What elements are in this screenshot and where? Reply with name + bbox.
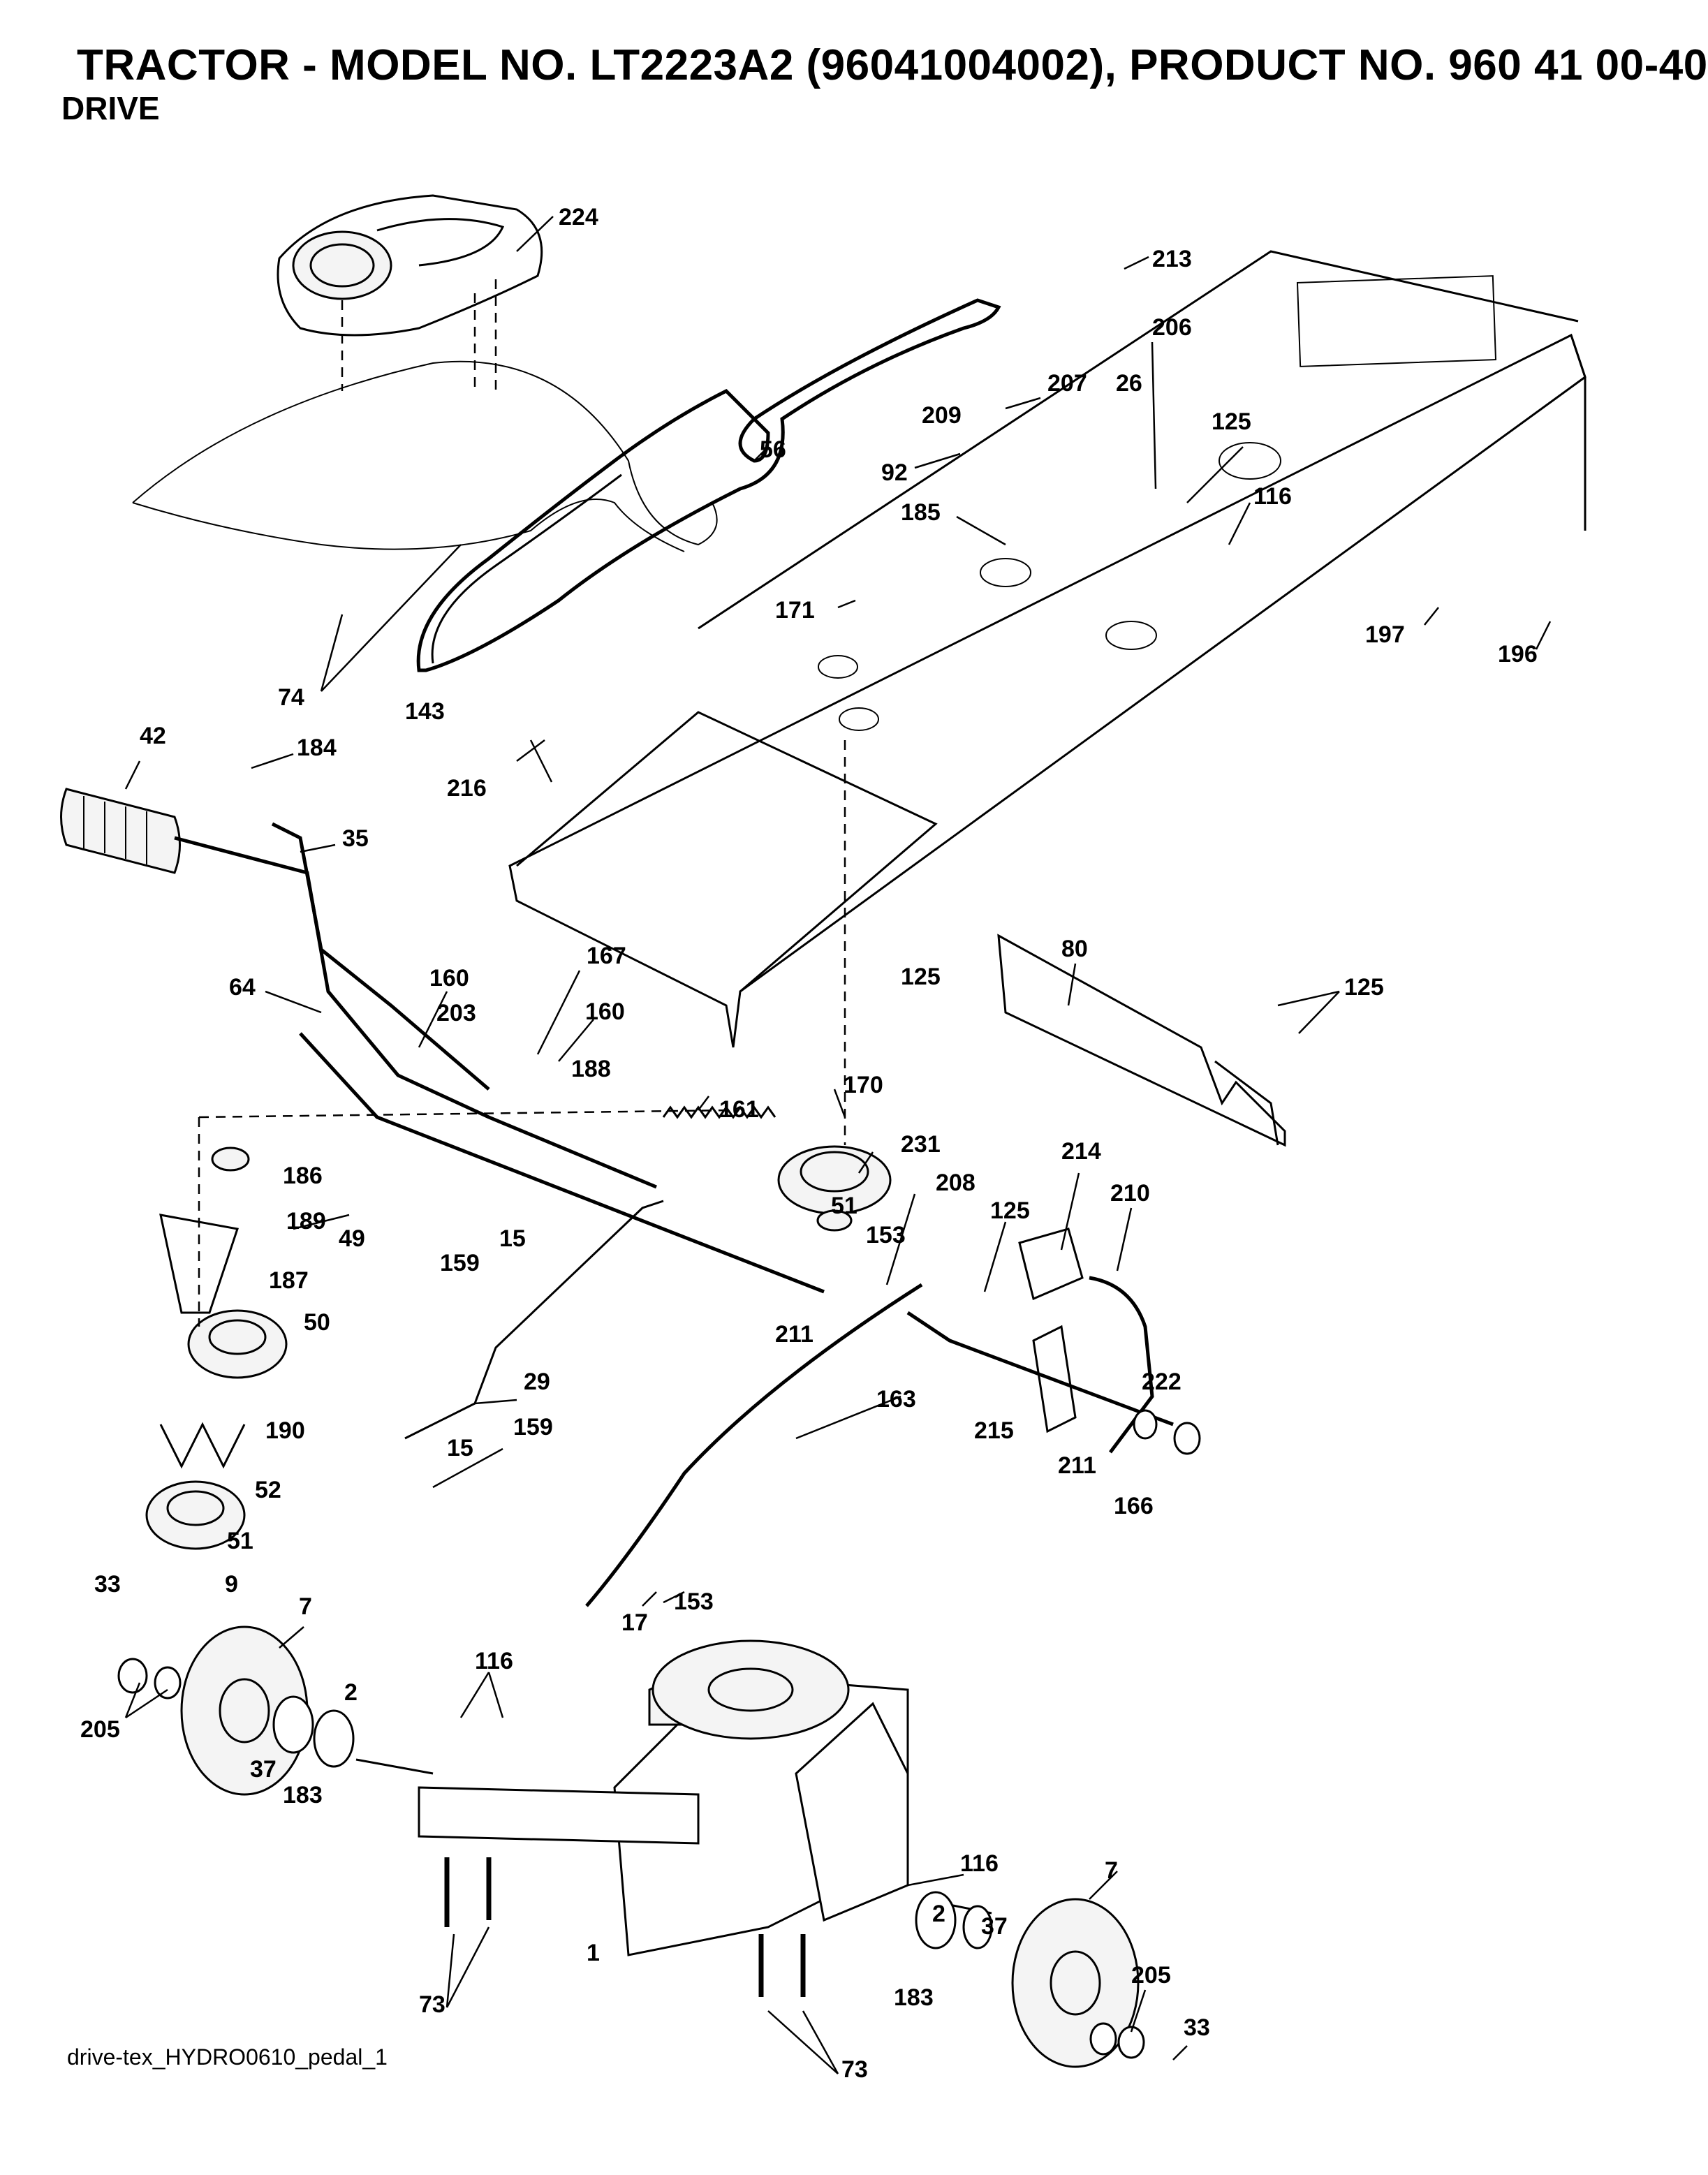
callout-label: 213	[1152, 246, 1192, 272]
callout-label: 153	[866, 1222, 906, 1248]
hub-part	[180, 1625, 1140, 2068]
callout-label: 170	[844, 1072, 883, 1098]
callout-label: 216	[447, 775, 487, 802]
callout-label: 2	[344, 1679, 358, 1706]
callout-label: 209	[922, 402, 962, 429]
callout-label: 190	[265, 1417, 305, 1444]
callout-label: 7	[299, 1593, 312, 1620]
callout-label: 171	[775, 597, 815, 624]
callout-label: 37	[250, 1756, 277, 1783]
callout-label: 35	[342, 825, 369, 852]
callout-label: 153	[674, 1588, 714, 1615]
callout-label: 211	[775, 1321, 813, 1348]
callout-label: 224	[559, 204, 598, 230]
link-rod-part	[404, 1200, 923, 1607]
callout-label: 210	[1110, 1180, 1150, 1207]
callout-label: 206	[1152, 314, 1192, 341]
callout-label: 196	[1498, 641, 1538, 668]
bolt-part	[444, 1857, 806, 1997]
callout-label: 73	[841, 2056, 868, 2083]
callout-label: 167	[587, 943, 626, 969]
spring-part	[662, 1105, 776, 1119]
callout-label: 188	[571, 1056, 611, 1082]
file-label: drive-tex_HYDRO0610_pedal_1	[67, 2044, 388, 2070]
callout-label: 215	[974, 1417, 1014, 1444]
fender-part	[132, 279, 718, 552]
callout-label: 64	[229, 974, 256, 1001]
drive-belt-part	[416, 298, 1001, 672]
callout-label: 125	[901, 964, 941, 990]
callout-label: 7	[1105, 1857, 1118, 1884]
callout-label: 73	[419, 1991, 446, 2018]
callout-label: 56	[760, 436, 786, 463]
page-title: TRACTOR - MODEL NO. LT2223A2 (9604100400…	[77, 41, 1708, 89]
callout-label: 26	[1116, 370, 1142, 397]
callout-label: 205	[80, 1716, 120, 1743]
callout-label: 222	[1142, 1369, 1181, 1395]
callout-label: 125	[1212, 408, 1251, 435]
callout-label: 205	[1131, 1962, 1171, 1989]
callout-label: 143	[405, 698, 445, 725]
callout-label: 161	[719, 1096, 759, 1123]
shaft-part	[174, 822, 825, 1294]
callout-label: 50	[304, 1309, 330, 1336]
callout-label: 166	[1114, 1493, 1154, 1519]
pedal-grip-part	[60, 788, 181, 874]
callout-label: 33	[94, 1571, 121, 1598]
callout-label: 186	[283, 1163, 323, 1189]
callout-label: 2	[932, 1901, 945, 1927]
callout-label: 208	[936, 1170, 976, 1196]
callout-label: 187	[269, 1267, 309, 1294]
callout-label: 74	[278, 684, 304, 711]
dash-pod-part	[277, 194, 543, 337]
callout-label: 33	[1184, 2014, 1210, 2041]
cover-plate-part	[997, 934, 1286, 1147]
fan-part	[651, 1639, 850, 1740]
callout-label: 184	[297, 735, 337, 761]
callout-label: 183	[894, 1984, 934, 2011]
callout-label: 163	[876, 1386, 916, 1413]
callout-label: 49	[339, 1225, 365, 1252]
callout-label: 116	[1253, 483, 1292, 510]
callout-label: 159	[513, 1414, 553, 1440]
callout-label: 183	[283, 1782, 323, 1808]
callout-label: 159	[440, 1250, 480, 1276]
callout-label: 92	[881, 459, 908, 486]
callout-label: 51	[227, 1528, 253, 1554]
callout-label: 15	[499, 1225, 526, 1252]
callout-label: 125	[1344, 974, 1384, 1001]
callout-label: 207	[1047, 370, 1087, 397]
pulley-part	[145, 1147, 288, 1550]
callout-label: 214	[1061, 1138, 1101, 1165]
callout-label: 17	[621, 1609, 648, 1636]
callout-label: 80	[1061, 936, 1088, 962]
frame-part	[508, 250, 1586, 1048]
callout-labels: 224 213 206 207 26 209 125 92 116 185 56…	[80, 204, 1538, 2083]
leader-lines	[124, 216, 1552, 2074]
callout-label: 15	[447, 1435, 473, 1461]
callout-label: 125	[990, 1197, 1030, 1224]
section-title: DRIVE	[61, 90, 160, 126]
callout-label: 189	[286, 1208, 326, 1234]
callout-label: 51	[831, 1193, 857, 1219]
callout-label: 1	[587, 1940, 600, 1966]
parts-diagram: 224 213 206 207 26 209 125 92 116 185 56…	[60, 194, 1586, 2083]
callout-label: 211	[1058, 1452, 1096, 1479]
idler-pulley-part	[777, 1145, 892, 1232]
callout-label: 9	[225, 1571, 238, 1598]
callout-label: 42	[140, 723, 166, 749]
callout-label: 37	[981, 1913, 1008, 1940]
callout-label: 29	[524, 1369, 550, 1395]
callout-label: 160	[585, 998, 625, 1025]
callout-label: 116	[960, 1850, 999, 1877]
callout-label: 197	[1365, 621, 1405, 648]
callout-label: 203	[436, 1000, 476, 1026]
callout-label: 185	[901, 499, 941, 526]
pedal-assembly-part	[906, 1227, 1174, 1454]
callout-label: 52	[255, 1477, 281, 1503]
callout-label: 116	[475, 1648, 513, 1674]
transaxle-part	[355, 1646, 992, 1956]
callout-label: 231	[901, 1131, 941, 1158]
callout-label: 160	[429, 965, 469, 991]
